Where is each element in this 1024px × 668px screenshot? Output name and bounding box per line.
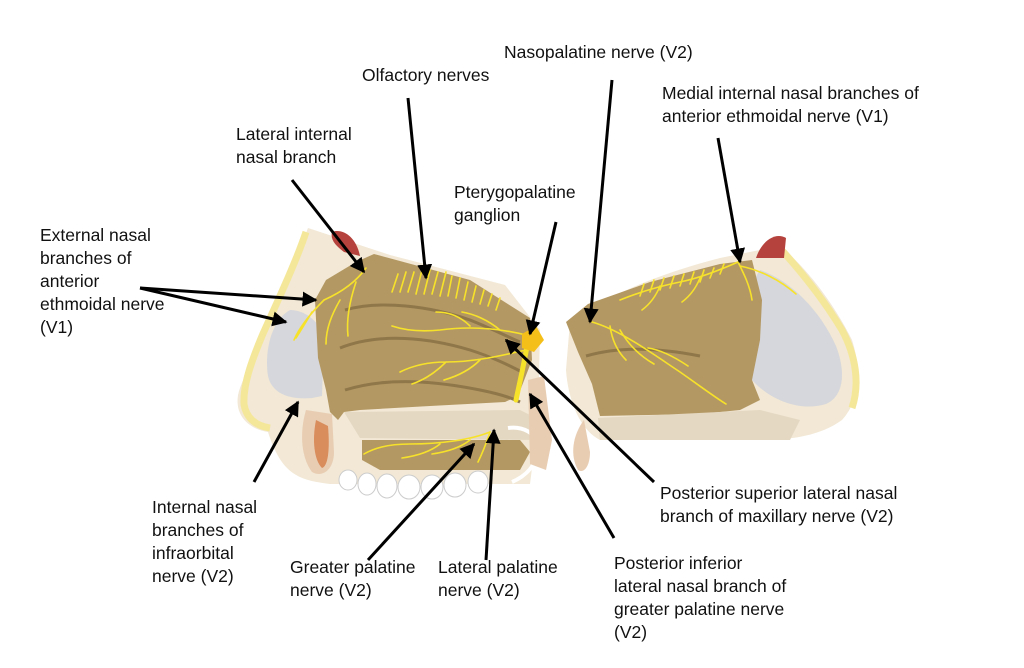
- label-line: nasal branch: [236, 147, 337, 167]
- septum-mucosa: [566, 260, 762, 416]
- arrow-lateral-palatine: [484, 428, 501, 561]
- pterygopalatine-trunk: [513, 339, 531, 403]
- lip-muscle: [314, 420, 329, 468]
- nasopalatine-nerve-branches: [591, 321, 727, 405]
- label-line: Medial internal nasal branches of: [662, 83, 919, 103]
- hard-palate: [344, 410, 540, 440]
- arrow-external-nasal-lower: [139, 286, 288, 327]
- middle-concha-fold: [339, 336, 523, 374]
- label-line: branch of maxillary nerve (V2): [660, 506, 894, 526]
- label-line: Pterygopalatine: [454, 182, 576, 202]
- medial-internal-nasal-branches: [619, 261, 797, 311]
- posterior-superior-lateral-branches: [391, 311, 531, 337]
- lateral-wall-mucosa: [315, 254, 532, 420]
- label-lateral-palatine: Lateral palatine nerve (V2): [438, 556, 558, 602]
- external-nasal-branches: [293, 299, 325, 341]
- arrow-medial-internal: [716, 137, 746, 264]
- label-pterygopalatine-ganglion: Pterygopalatine ganglion: [454, 181, 576, 227]
- septum-nerves: [591, 261, 797, 405]
- label-external-nasal-branches: External nasal branches of anterior ethm…: [40, 224, 165, 339]
- label-line: branches of: [40, 248, 132, 268]
- label-line: nerve (V2): [290, 580, 372, 600]
- lateral-wall-nerves: [293, 267, 531, 463]
- label-line: External nasal: [40, 225, 151, 245]
- septum-frontal-tissue: [756, 236, 786, 258]
- label-line: anterior: [40, 271, 100, 291]
- label-line: infraorbital: [152, 543, 234, 563]
- label-greater-palatine: Greater palatine nerve (V2): [290, 556, 416, 602]
- septal-cartilage: [742, 270, 842, 407]
- palate-mucosa: [362, 440, 530, 470]
- label-line: nerve (V2): [438, 580, 520, 600]
- label-line: lateral nasal branch of: [614, 576, 787, 596]
- anterior-bone: [266, 310, 324, 399]
- septum-skin-edge: [775, 243, 860, 410]
- label-nasopalatine-nerve: Nasopalatine nerve (V2): [504, 41, 693, 64]
- olfactory-nerve-fibers: [391, 269, 501, 311]
- teeth: [338, 469, 489, 500]
- superior-concha-fold: [344, 303, 521, 344]
- vomer-ridge: [585, 347, 701, 358]
- label-line: Posterior inferior: [614, 553, 743, 573]
- label-line: Greater palatine: [290, 557, 416, 577]
- arrow-posterior-superior: [504, 338, 656, 484]
- tooth: [467, 470, 489, 494]
- tooth: [338, 469, 358, 491]
- tooth: [357, 472, 377, 496]
- arrow-greater-palatine: [366, 442, 476, 562]
- arrow-olfactory: [406, 97, 433, 280]
- label-posterior-superior-lateral: Posterior superior lateral nasal branch …: [660, 482, 897, 528]
- label-line: (V2): [614, 622, 648, 642]
- tooth: [376, 473, 398, 499]
- septum-illustration: [566, 236, 860, 472]
- label-line: anterior ethmoidal nerve (V1): [662, 106, 889, 126]
- label-line: Nasopalatine nerve (V2): [504, 42, 693, 62]
- label-line: branches of: [152, 520, 244, 540]
- label-line: greater palatine nerve: [614, 599, 785, 619]
- arrow-external-nasal-upper: [139, 286, 318, 307]
- label-line: ganglion: [454, 205, 521, 225]
- label-line: (V1): [40, 317, 74, 337]
- arrow-pterygopalatine: [525, 221, 558, 336]
- arrow-posterior-inferior: [528, 392, 616, 539]
- septum-floor: [598, 410, 800, 440]
- label-line: Lateral internal: [236, 124, 352, 144]
- pointer-arrows: [139, 79, 746, 562]
- label-line: Posterior superior lateral nasal: [660, 483, 898, 503]
- arrow-internal-infraorbital: [252, 400, 300, 483]
- arrow-lateral-internal: [290, 179, 366, 274]
- label-line: Olfactory nerves: [362, 65, 490, 85]
- tooth: [420, 474, 444, 500]
- lateral-wall-illustration: [237, 228, 552, 500]
- label-line: ethmoidal nerve: [40, 294, 165, 314]
- incisive-tissue: [573, 420, 590, 472]
- arrow-nasopalatine: [583, 79, 614, 324]
- tooth: [443, 472, 467, 498]
- nasal-skin-edge: [240, 230, 310, 432]
- olfactory-septal-fibers: [639, 263, 725, 297]
- label-line: Internal nasal: [152, 497, 258, 517]
- label-lateral-internal-nasal: Lateral internal nasal branch: [236, 123, 352, 169]
- inferior-concha-fold: [344, 380, 521, 404]
- label-internal-nasal-infraorbital: Internal nasal branches of infraorbital …: [152, 496, 257, 588]
- label-medial-internal-nasal: Medial internal nasal branches of anteri…: [662, 82, 919, 128]
- label-posterior-inferior-lateral: Posterior inferior lateral nasal branch …: [614, 552, 786, 644]
- frontal-sinus-tissue: [331, 231, 360, 256]
- tooth: [397, 474, 421, 500]
- label-olfactory-nerves: Olfactory nerves: [362, 64, 489, 87]
- label-line: nerve (V2): [152, 566, 234, 586]
- label-line: Lateral palatine: [438, 557, 558, 577]
- greater-palatine-branches: [363, 431, 491, 463]
